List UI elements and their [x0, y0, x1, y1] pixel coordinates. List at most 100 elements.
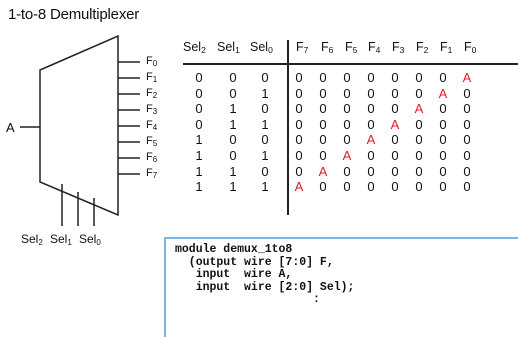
table-header-divider [183, 63, 518, 65]
table-cell: A [294, 179, 304, 195]
table-cell: 0 [295, 116, 303, 132]
table-cell: 0 [319, 132, 327, 148]
table-cell: 0 [343, 85, 351, 101]
table-cell: 0 [367, 101, 375, 117]
output-label-f2: F2 [146, 87, 158, 101]
table-header-f1: F1 [440, 40, 453, 55]
table-header-sel1: Sel1 [217, 40, 240, 55]
table-cell: 1 [195, 148, 203, 163]
table-cell: 0 [261, 101, 269, 117]
table-cell: A [342, 148, 352, 163]
table-cell: 0 [195, 116, 203, 132]
verilog-code: module demux_1to8 (output wire [7:0] F, … [175, 243, 355, 306]
table-cell: 0 [367, 70, 375, 85]
table-cell: 0 [195, 101, 203, 117]
table-cell: 1 [229, 179, 237, 195]
table-cell: 0 [415, 132, 423, 148]
demux-body [39, 34, 119, 217]
verilog-code-box: module demux_1to8 (output wire [7:0] F, … [164, 237, 518, 337]
table-cell: 0 [295, 101, 303, 117]
table-cell: 0 [229, 148, 237, 163]
table-cell: 0 [415, 116, 423, 132]
table-header-f7: F7 [296, 40, 309, 55]
table-cell: 1 [229, 163, 237, 179]
table-cell: 0 [415, 163, 423, 179]
table-cell: A [414, 101, 424, 117]
table-cell: 0 [463, 148, 471, 163]
table-cell: 0 [295, 148, 303, 163]
table-cell: 0 [319, 101, 327, 117]
table-cell: 0 [367, 163, 375, 179]
table-cell: 0 [439, 132, 447, 148]
table-cell: 0 [295, 85, 303, 101]
table-vertical-divider [287, 40, 289, 215]
table-cell: 0 [343, 132, 351, 148]
table-cell: 0 [391, 101, 399, 117]
table-header-f0: F0 [464, 40, 477, 55]
output-label-f3: F3 [146, 103, 158, 117]
table-cell: 0 [343, 101, 351, 117]
table-header-f6: F6 [321, 40, 334, 55]
output-label-f0: F0 [146, 55, 158, 69]
table-cell: 0 [463, 116, 471, 132]
table-cell: A [462, 70, 472, 85]
table-cell: 0 [391, 85, 399, 101]
output-label-f6: F6 [146, 151, 158, 165]
table-cell: 0 [295, 70, 303, 85]
table-cell: 0 [463, 179, 471, 195]
table-cell: 1 [195, 179, 203, 195]
demux-symbol [20, 34, 140, 226]
table-cell: 0 [463, 85, 471, 101]
table-cell: 0 [415, 179, 423, 195]
table-cell: 0 [343, 163, 351, 179]
table-cell: 0 [229, 85, 237, 101]
table-cell: 0 [391, 70, 399, 85]
table-cell: A [438, 85, 448, 101]
table-cell: 1 [261, 116, 269, 132]
table-cell: A [366, 132, 376, 148]
table-cell: 0 [319, 85, 327, 101]
output-label-f4: F4 [146, 119, 158, 133]
table-cell: 0 [439, 163, 447, 179]
table-cell: 1 [229, 101, 237, 117]
table-cell: 0 [367, 148, 375, 163]
table-header-f5: F5 [345, 40, 358, 55]
table-cell: 1 [261, 148, 269, 163]
table-cell: 0 [295, 163, 303, 179]
table-cell: 0 [391, 179, 399, 195]
table-cell: 0 [319, 70, 327, 85]
table-cell: 0 [343, 179, 351, 195]
table-cell: 0 [229, 70, 237, 85]
table-cell: 1 [195, 132, 203, 148]
diagram-title: 1-to-8 Demultiplexer [8, 6, 140, 23]
table-cell: 0 [319, 116, 327, 132]
table-cell: 1 [261, 85, 269, 101]
table-header-sel0: Sel0 [250, 40, 273, 55]
table-cell: 0 [439, 148, 447, 163]
table-cell: 0 [195, 85, 203, 101]
input-label-a: A [6, 120, 15, 135]
table-cell: 0 [343, 70, 351, 85]
table-cell: 0 [343, 116, 351, 132]
table-cell: 0 [367, 116, 375, 132]
table-cell: 0 [439, 179, 447, 195]
table-cell: 0 [391, 132, 399, 148]
table-cell: 0 [391, 148, 399, 163]
table-cell: 0 [439, 116, 447, 132]
table-cell: 0 [415, 85, 423, 101]
table-header-f2: F2 [416, 40, 429, 55]
table-cell: 1 [261, 179, 269, 195]
select-label-sel0: Sel0 [79, 232, 101, 247]
table-cell: 0 [367, 85, 375, 101]
table-cell: 0 [463, 132, 471, 148]
table-header-sel2: Sel2 [183, 40, 206, 55]
table-cell: 0 [229, 132, 237, 148]
table-cell: 0 [319, 148, 327, 163]
table-cell: 0 [463, 163, 471, 179]
table-cell: A [318, 163, 328, 179]
table-header-f4: F4 [368, 40, 381, 55]
table-cell: 0 [295, 132, 303, 148]
table-header-f3: F3 [392, 40, 405, 55]
table-cell: 0 [439, 101, 447, 117]
output-label-f1: F1 [146, 71, 158, 85]
